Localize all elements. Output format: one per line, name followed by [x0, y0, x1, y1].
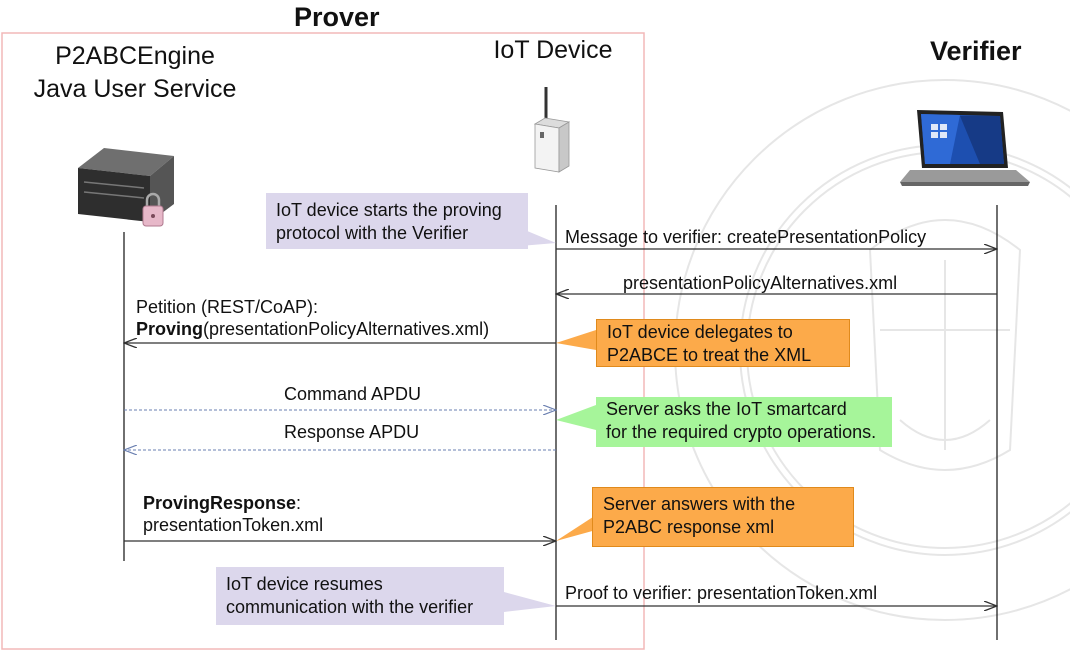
message-proving-response: ProvingResponse: presentationToken.xml [143, 492, 323, 536]
petition-line2: Proving(presentationPolicyAlternatives.x… [136, 318, 489, 340]
note-server-asks: Server asks the IoT smartcard for the re… [596, 397, 892, 447]
message-policy-alternatives: presentationPolicyAlternatives.xml [623, 273, 898, 293]
callout-pointer-answers [556, 515, 596, 541]
note-resumes: IoT device resumes communication with th… [216, 567, 504, 625]
prover-title: Prover [294, 2, 380, 32]
callout-pointer-server-asks [556, 405, 596, 430]
note-server-answers: Server answers with the P2ABC response x… [592, 487, 854, 547]
engine-actor-label: P2ABCEngine Java User Service [10, 40, 260, 106]
proving-response-line1: ProvingResponse: [143, 493, 302, 513]
petition-method: Proving [136, 319, 204, 339]
verifier-title: Verifier [930, 36, 1022, 66]
message-create-policy: Message to verifier: createPresentationP… [565, 227, 927, 247]
petition-argument: (presentationPolicyAlternatives.xml) [203, 319, 490, 339]
message-command-apdu: Command APDU [284, 384, 422, 404]
proving-response-method: ProvingResponse [143, 493, 297, 513]
engine-label-line2: Java User Service [33, 75, 237, 103]
engine-label-line1: P2ABCEngine [55, 42, 215, 70]
callout-pointer-delegate [556, 330, 596, 350]
message-proof: Proof to verifier: presentationToken.xml [565, 583, 878, 603]
iot-actor-label: IoT Device [493, 36, 613, 64]
note-delegates: IoT device delegates to P2ABCE to treat … [596, 319, 850, 367]
iot-device-icon [533, 87, 571, 173]
proving-response-file: presentationToken.xml [143, 515, 324, 535]
message-response-apdu: Response APDU [284, 422, 420, 442]
callout-pointer-start [520, 228, 556, 246]
laptop-icon [900, 110, 1030, 186]
message-petition: Petition (REST/CoAP): Proving(presentati… [136, 296, 489, 340]
callout-pointer-resumes [504, 592, 556, 612]
server-lock-icon [78, 148, 174, 227]
note-starts-proving: IoT device starts the proving protocol w… [266, 193, 528, 249]
petition-line1: Petition (REST/CoAP): [136, 297, 319, 317]
